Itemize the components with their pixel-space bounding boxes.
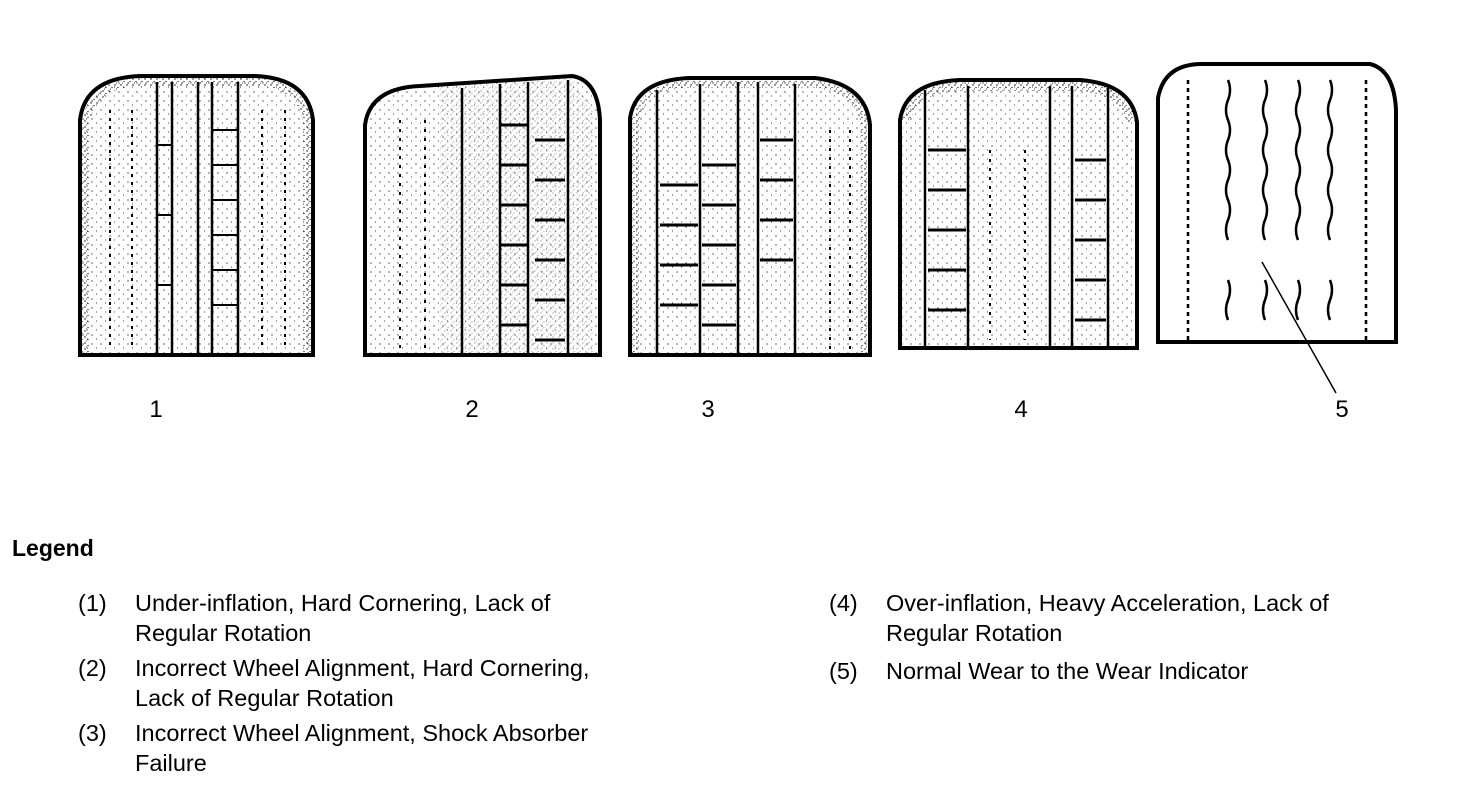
- legend-item-line: Over-inflation, Heavy Acceleration, Lack…: [886, 590, 1329, 616]
- tire-1-tread: [78, 74, 315, 357]
- legend-item-text: Incorrect Wheel Alignment, Hard Cornerin…: [135, 653, 590, 713]
- tire-2-tread: [363, 73, 602, 357]
- tire-wear-diagram: [78, 62, 1398, 394]
- tire-number-2: 2: [465, 396, 479, 423]
- legend-item-text: Normal Wear to the Wear Indicator: [886, 656, 1248, 686]
- legend-title: Legend: [12, 535, 94, 561]
- legend-item-line: Regular Rotation: [886, 620, 1063, 646]
- legend-item-line: Incorrect Wheel Alignment, Shock Absorbe…: [135, 720, 589, 746]
- legend-item-2: (2) Incorrect Wheel Alignment, Hard Corn…: [78, 653, 758, 715]
- legend-item-line: Incorrect Wheel Alignment, Hard Cornerin…: [135, 655, 590, 681]
- legend-item-5: (5) Normal Wear to the Wear Indicator: [829, 656, 1459, 688]
- tire-5-tread: [1156, 62, 1398, 394]
- legend-item-1: (1) Under-inflation, Hard Cornering, Lac…: [78, 588, 758, 650]
- legend-item-number: (2): [78, 655, 107, 681]
- legend-item-number: (5): [829, 658, 858, 684]
- tire-number-5: 5: [1335, 396, 1349, 423]
- legend-item-line: Regular Rotation: [135, 620, 312, 646]
- tire-3-tread: [628, 76, 872, 357]
- legend-item-text: Incorrect Wheel Alignment, Shock Absorbe…: [135, 718, 588, 778]
- legend-item-number: (3): [78, 720, 107, 746]
- legend-item-line: Lack of Regular Rotation: [135, 685, 394, 711]
- tire-number-3: 3: [701, 396, 715, 423]
- legend-item-text: Under-inflation, Hard Cornering, Lack of…: [135, 588, 550, 648]
- legend-item-line: Failure: [135, 750, 207, 776]
- legend-item-4: (4) Over-inflation, Heavy Acceleration, …: [829, 588, 1459, 650]
- wear-indicator-leader-line: [1261, 261, 1337, 394]
- legend-item-3: (3) Incorrect Wheel Alignment, Shock Abs…: [78, 718, 758, 780]
- tire-number-4: 4: [1014, 396, 1028, 423]
- legend-item-number: (1): [78, 590, 107, 616]
- legend-item-line: Under-inflation, Hard Cornering, Lack of: [135, 590, 551, 616]
- legend-item-number: (4): [829, 590, 858, 616]
- legend-item-line: Normal Wear to the Wear Indicator: [886, 658, 1249, 684]
- tire-4-tread: [898, 78, 1139, 350]
- legend-item-text: Over-inflation, Heavy Acceleration, Lack…: [886, 588, 1329, 648]
- tire-number-1: 1: [149, 396, 163, 423]
